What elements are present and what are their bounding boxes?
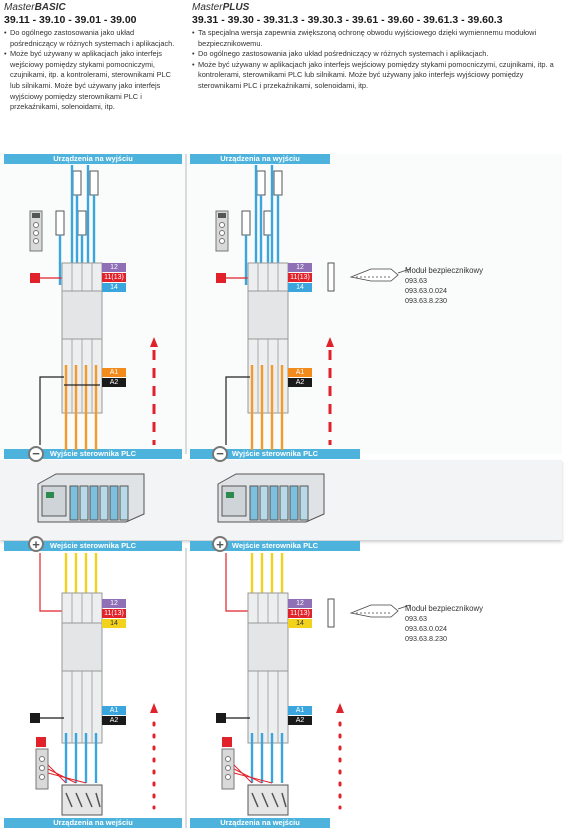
band-plc-output: Wyjście sterownika PLC [190, 449, 360, 459]
fuse-module-code: 093.63.8.230 [405, 296, 447, 305]
column-divider [185, 548, 187, 828]
plus-sign: + [212, 536, 228, 552]
fuse-module-title: Moduł bezpiecznikowy [405, 266, 484, 275]
plc-device-icon [217, 473, 325, 523]
terminal-a1: A1 [109, 707, 119, 714]
relay-bank [61, 592, 103, 744]
fuse-module-code: 093.63.0.024 [405, 286, 447, 295]
output-wires-orange [64, 365, 98, 450]
column-divider [185, 154, 187, 454]
product-codes: 39.11 - 39.10 - 39.01 - 39.00 [4, 14, 137, 26]
terminal-14: 14 [110, 284, 118, 291]
feature-list: Ta specjalna wersja zapewnia zwiększoną … [192, 28, 562, 92]
input-switches [61, 784, 103, 816]
fuse-module-code: 093.63 [405, 614, 427, 623]
fuse-module-drawing [349, 604, 399, 618]
fuse-symbol [327, 262, 335, 292]
terminal-11-13: 11(13) [290, 610, 310, 617]
terminal-11-13: 11(13) [290, 274, 310, 281]
terminal-12: 12 [110, 264, 118, 271]
feature-item: Do ogólnego zastosowania jako układ pośr… [192, 49, 562, 60]
fuse-module-drawing [349, 268, 399, 282]
input-wiring-diagram-basic [30, 553, 158, 816]
fuse-module-label: Moduł bezpiecznikowy 093.63 093.63.0.024… [405, 604, 483, 644]
left-header: MasterBASIC 39.11 - 39.10 - 39.01 - 39.0… [4, 0, 182, 113]
feature-item: Ta specjalna wersja zapewnia zwiększoną … [192, 28, 562, 49]
feature-list: Do ogólnego zastosowania jako układ pośr… [4, 28, 182, 113]
feature-item: Może być używany w aplikacjach jako inte… [4, 49, 182, 113]
plc-device-icon [37, 473, 145, 523]
terminal-11-13: 11(13) [104, 610, 124, 617]
band-output-devices: Urządzenia na wyjściu [4, 154, 182, 164]
terminal-a2: A2 [109, 717, 119, 724]
terminal-a2: A2 [295, 379, 305, 386]
fuse-module-code: 093.63.8.230 [405, 634, 447, 643]
feature-item: Do ogólnego zastosowania jako układ pośr… [4, 28, 182, 49]
fuse-module-code: 093.63.0.024 [405, 624, 447, 633]
terminal-14: 14 [296, 284, 304, 291]
minus-sign: − [212, 446, 228, 462]
terminal-14: 14 [296, 620, 304, 627]
fuse-module-code: 093.63 [405, 276, 427, 285]
terminal-a2: A2 [295, 717, 305, 724]
series-title: MasterBASIC [4, 2, 66, 13]
terminal-11-13: 11(13) [104, 274, 124, 281]
band-input-devices: Urządzenia na wejściu [4, 818, 182, 828]
series-title: MasterPLUS [192, 2, 250, 13]
output-wiring-diagram-plus [215, 165, 411, 450]
fuse-module-label: Moduł bezpiecznikowy 093.63 093.63.0.024… [405, 266, 483, 306]
band-input-devices: Urządzenia na wejściu [190, 818, 330, 828]
output-wiring-diagram-basic [29, 165, 158, 450]
band-output-devices: Urządzenia na wyjściu [190, 154, 330, 164]
plus-marker [30, 273, 40, 283]
relay-bank [247, 592, 289, 744]
input-wiring-diagram-plus [216, 553, 411, 816]
terminal-a1: A1 [109, 369, 119, 376]
terminal-12: 12 [296, 600, 304, 607]
product-codes: 39.31 - 39.30 - 39.31.3 - 39.30.3 - 39.6… [192, 14, 503, 26]
band-plc-input: Wejście sterownika PLC [4, 541, 182, 551]
terminal-a1: A1 [295, 369, 305, 376]
right-header: MasterPLUS 39.31 - 39.30 - 39.31.3 - 39.… [192, 0, 562, 92]
plus-sign: + [28, 536, 44, 552]
band-plc-output: Wyjście sterownika PLC [4, 449, 182, 459]
terminal-14: 14 [110, 620, 118, 627]
terminal-12: 12 [110, 600, 118, 607]
minus-sign: − [28, 446, 44, 462]
fuse-module-title: Moduł bezpiecznikowy [405, 604, 484, 613]
terminal-a2: A2 [109, 379, 119, 386]
signal-arrow [150, 337, 158, 347]
band-plc-input: Wejście sterownika PLC [190, 541, 360, 551]
terminal-12: 12 [296, 264, 304, 271]
input-switches [247, 784, 289, 816]
feature-item: Może być używany w aplikacjach jako inte… [192, 60, 562, 92]
terminal-a1: A1 [295, 707, 305, 714]
